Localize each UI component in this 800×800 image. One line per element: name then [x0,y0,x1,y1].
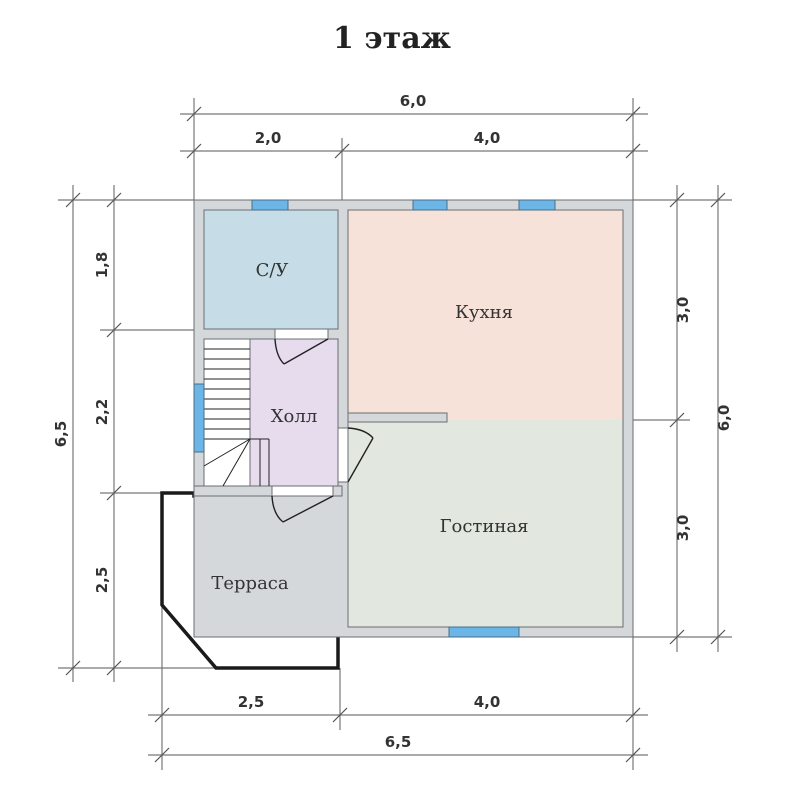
dim-left-middle: 2,2 [93,399,111,426]
dim-right-top: 3,0 [674,297,692,324]
staircase [203,348,270,487]
label-kitchen: Кухня [455,302,513,323]
door-opening-terrace [271,485,334,497]
window [412,199,448,211]
dim-bottom-right: 4,0 [474,693,501,711]
plan-title: 1 этаж [333,21,451,56]
dim-top-right: 4,0 [474,129,501,147]
door-opening-bathroom [274,328,329,340]
label-bathroom: С/У [256,260,289,281]
dim-bottom-left: 2,5 [238,693,265,711]
window [251,199,289,211]
room-kitchen [348,210,623,420]
label-living: Гостиная [440,516,529,537]
room-hall [249,338,339,487]
room-bathroom [203,209,339,330]
window [193,383,205,453]
dim-left-total: 6,5 [52,421,70,448]
label-hall: Холл [271,406,318,427]
dim-bottom-total: 6,5 [385,733,412,751]
window [518,199,556,211]
door-opening-living [337,427,349,483]
dim-top-total: 6,0 [400,92,427,110]
dim-top-left: 2,0 [255,129,282,147]
room-living [348,420,623,627]
door-bathroom [274,338,329,365]
door-terrace [271,495,334,523]
dim-right-total: 6,0 [715,405,733,432]
label-terrace: Терраса [211,573,289,594]
window [448,626,520,638]
dim-right-bottom: 3,0 [674,515,692,542]
dim-left-bottom: 2,5 [93,567,111,594]
dimension-lines [58,98,732,770]
partition-wall [347,412,448,423]
door-living [347,427,374,483]
dim-left-top: 1,8 [93,252,111,279]
